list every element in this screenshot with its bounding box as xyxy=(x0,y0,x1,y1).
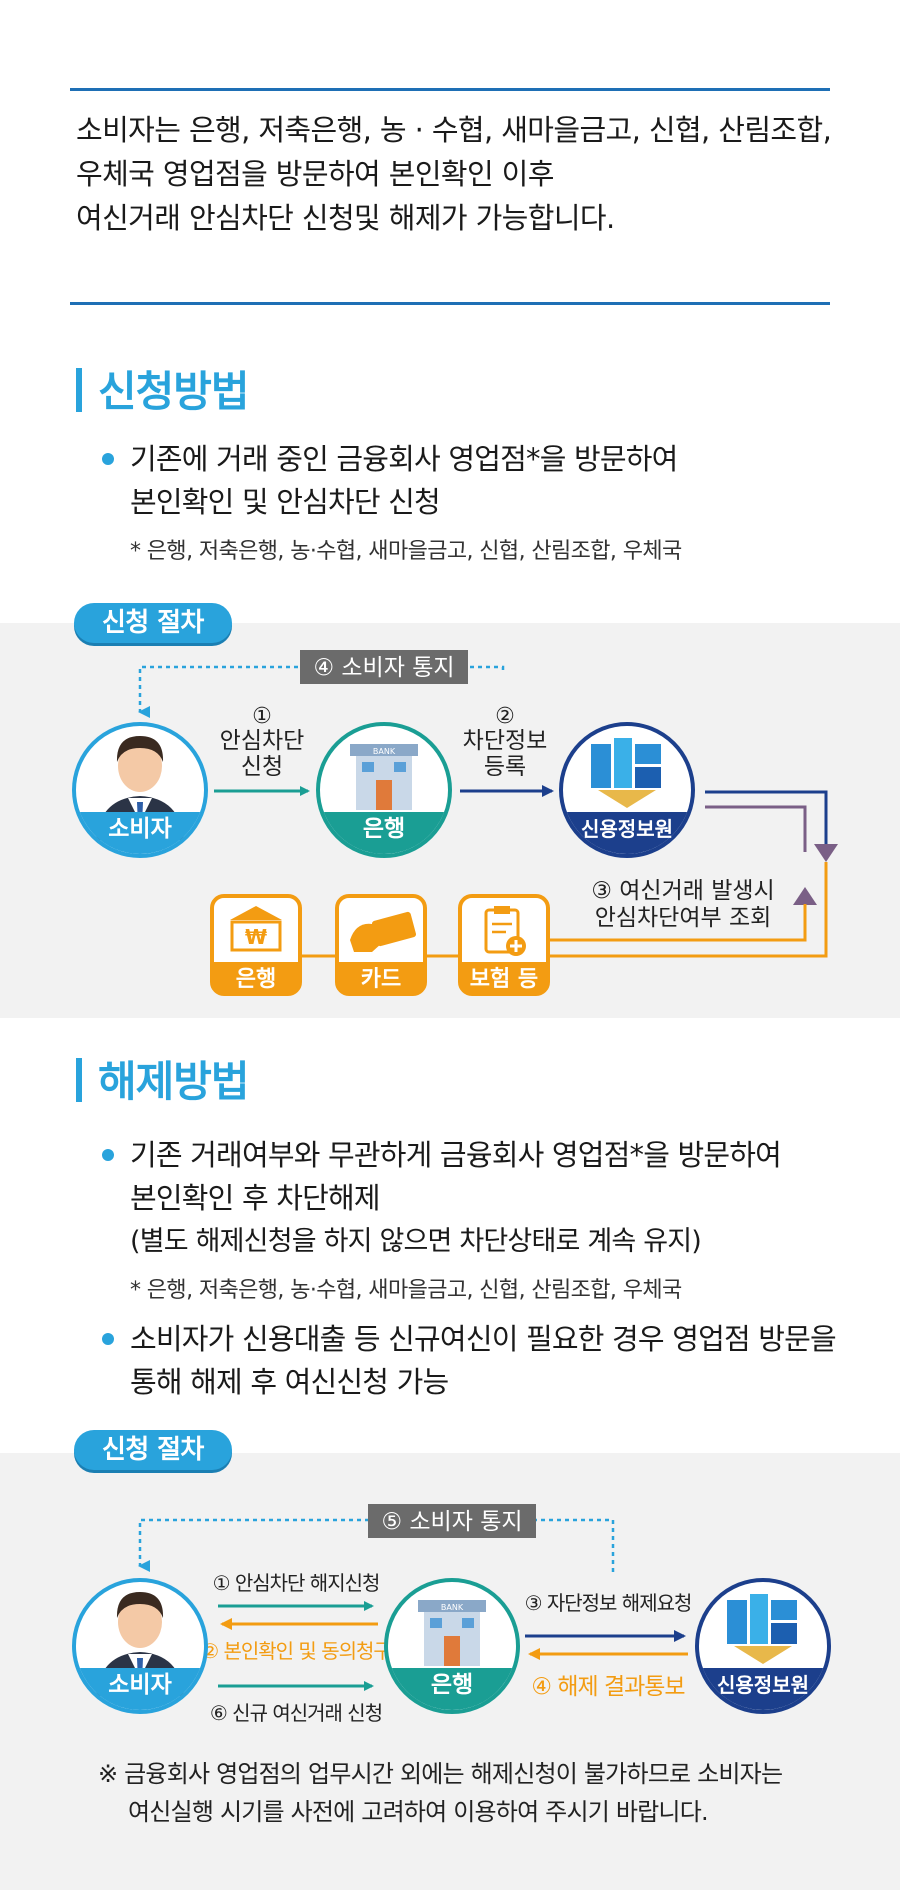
title-bar xyxy=(76,368,82,412)
release-diagram: ⑤ 소비자 통지 ① 안심차단 해지신청 ② 본인확인 및 동의청구 ⑥ 신규 … xyxy=(72,1504,831,1725)
notify-label: ④ 소비자 통지 xyxy=(313,655,454,681)
apply-procedure-label: 신청 절차 xyxy=(74,603,232,643)
bullet-line: (별도 해제신청을 하지 않으면 차단상태로 계속 유지) xyxy=(130,1226,702,1257)
apply-diagram: ④ 소비자 통지 ① 안심차단 신청 ② 차단정보 등록 ③ 여신거래 발생시 … xyxy=(72,650,838,996)
step2-label: ② 본인확인 및 동의청구 xyxy=(201,1639,391,1663)
kcis-logo-icon xyxy=(591,738,661,808)
caution-line: 여신실행 시기를 사전에 고려하여 이용하여 주시기 바랍니다. xyxy=(128,1798,709,1826)
bank-label: 은행 xyxy=(431,1672,473,1698)
inquiry-up-arrow xyxy=(793,887,817,905)
institution-insurance: 보험 등 xyxy=(458,894,550,996)
notify-label-box: ④ 소비자 통지 xyxy=(300,650,468,684)
kcis-node: 신용정보원 xyxy=(695,1578,831,1714)
kcis-down-arrow xyxy=(814,844,838,862)
step3-label: ③ 자단정보 해제요청 xyxy=(525,1591,692,1615)
kcis-out-line-navy xyxy=(705,790,828,852)
consumer-node: 소비자 xyxy=(72,722,208,858)
institution-bank: ₩ 은행 xyxy=(210,894,302,996)
release-note: * 은행, 저축은행, 농·수협, 새마을금고, 신협, 산림조합, 우체국 xyxy=(130,1278,682,1303)
bank-node: BANK 은행 xyxy=(316,722,452,858)
notify-label: ⑤ 소비자 통지 xyxy=(381,1509,522,1535)
bank-building-icon: BANK xyxy=(418,1600,486,1666)
apply-title-text: 신청방법 xyxy=(98,367,250,416)
bullet-line: 기존 거래여부와 무관하게 금융회사 영업점*을 방문하여 xyxy=(130,1138,782,1172)
release-bullet-1: 기존 거래여부와 무관하게 금융회사 영업점*을 방문하여 본인확인 후 차단해… xyxy=(102,1134,782,1263)
release-section-title: 해제방법 xyxy=(76,1048,250,1109)
caution-line: ※ 금융회사 영업점의 업무시간 외에는 해제신청이 불가하므로 소비자는 xyxy=(98,1760,783,1788)
release-title-text: 해제방법 xyxy=(98,1057,250,1106)
notify-label-box: ⑤ 소비자 통지 xyxy=(368,1504,536,1538)
svg-text:₩: ₩ xyxy=(245,925,267,949)
consumer-label: 소비자 xyxy=(108,816,171,842)
step4-label: ④ 해제 결과통보 xyxy=(531,1674,684,1700)
intro-line: 여신거래 안심차단 신청및 해제가 가능합니다. xyxy=(76,201,615,235)
step3-line2: 안심차단여부 조회 xyxy=(595,905,772,931)
intro-text: 소비자는 은행, 저축은행, 농 · 수협, 새마을금고, 신협, 산림조합, … xyxy=(76,108,832,240)
bullet-line: 소비자가 신용대출 등 신규여신이 필요한 경우 영업점 방문을 xyxy=(130,1322,837,1356)
bank-node: BANK 은행 xyxy=(384,1578,520,1714)
kcis-out-line-purple xyxy=(705,805,807,852)
bank-building-sign: BANK xyxy=(441,1603,464,1612)
bullet-dot xyxy=(102,1333,114,1345)
bullet-dot xyxy=(102,453,114,465)
institution-label: 카드 xyxy=(361,967,401,992)
intro-line: 우체국 영업점을 방문하여 본인확인 이후 xyxy=(76,157,554,191)
caution-note: ※ 금융회사 영업점의 업무시간 외에는 해제신청이 불가하므로 소비자는 여신… xyxy=(98,1755,783,1831)
bottom-rule xyxy=(70,302,830,305)
step1-line1: 안심차단 xyxy=(220,728,305,754)
release-procedure-label: 신청 절차 xyxy=(74,1430,232,1470)
kcis-label: 신용정보원 xyxy=(581,817,673,841)
top-rule xyxy=(70,88,830,91)
kcis-logo-icon xyxy=(727,1594,797,1664)
bullet-line: 통해 해제 후 여신신청 가능 xyxy=(130,1365,449,1399)
bullet-line: 본인확인 및 안심차단 신청 xyxy=(130,485,441,519)
kcis-node: 신용정보원 xyxy=(559,722,695,858)
clipboard-plus-icon xyxy=(484,906,526,956)
bank-building-sign: BANK xyxy=(373,747,396,756)
step6-label: ⑥ 신규 여신거래 신청 xyxy=(210,1701,382,1725)
bank-label: 은행 xyxy=(363,816,405,842)
release-bullet-2: 소비자가 신용대출 등 신규여신이 필요한 경우 영업점 방문을 통해 해제 후… xyxy=(102,1318,837,1404)
step1-label: ① 안심차단 해지신청 xyxy=(213,1571,380,1595)
institution-label: 은행 xyxy=(236,967,276,992)
kcis-label: 신용정보원 xyxy=(717,1673,809,1697)
bullet-line: 기존에 거래 중인 금융회사 영업점*을 방문하여 xyxy=(130,442,678,476)
bank-building-icon: BANK xyxy=(350,744,418,810)
institutions-line-inner xyxy=(546,904,807,942)
institution-label: 보험 등 xyxy=(470,966,538,992)
consumer-node: 소비자 xyxy=(72,1578,208,1714)
step1-line2: 신청 xyxy=(241,754,283,780)
institutions-line xyxy=(250,862,828,958)
step1-num: ① xyxy=(252,704,272,729)
intro-line: 소비자는 은행, 저축은행, 농 · 수협, 새마을금고, 신협, 산림조합, xyxy=(76,113,832,147)
apply-note: * 은행, 저축은행, 농·수협, 새마을금고, 신협, 산림조합, 우체국 xyxy=(130,539,682,564)
step3-line1: ③ 여신거래 발생시 xyxy=(591,878,774,904)
step2-line1: 차단정보 xyxy=(463,728,548,754)
title-bar xyxy=(76,1058,82,1102)
step2-line2: 등록 xyxy=(484,754,526,780)
apply-section-title: 신청방법 xyxy=(76,358,250,419)
bullet-dot xyxy=(102,1149,114,1161)
step2-num: ② xyxy=(495,704,515,729)
card-hand-icon xyxy=(350,911,417,952)
bullet-line: 본인확인 후 차단해제 xyxy=(130,1181,381,1215)
apply-bullet: 기존에 거래 중인 금융회사 영업점*을 방문하여 본인확인 및 안심차단 신청 xyxy=(102,438,678,524)
institution-card: 카드 xyxy=(335,894,427,996)
bank-pillar-icon: ₩ xyxy=(230,906,282,952)
consumer-label: 소비자 xyxy=(108,1672,171,1698)
